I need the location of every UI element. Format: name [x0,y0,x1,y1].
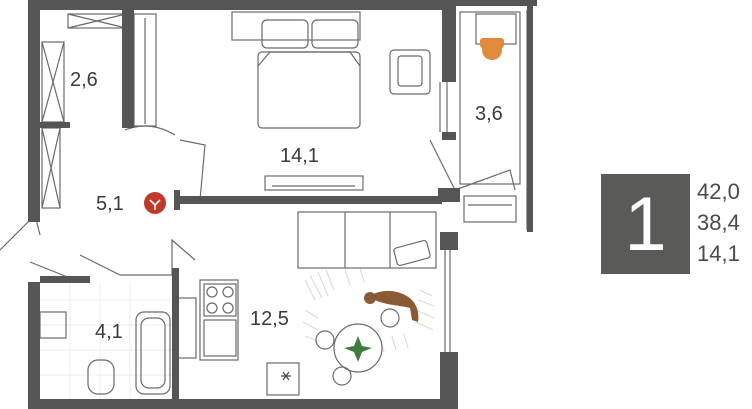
bathtub [135,311,171,395]
fridge [266,362,300,396]
kitchen-rug [302,267,435,353]
label-balcony: 3,6 [475,103,503,125]
rooms-count-badge: 1 [601,174,690,274]
wall-top [28,0,442,10]
door-hall-bedroom [179,139,206,201]
wall-right-upper [442,0,456,82]
living-area: 38,4 [697,210,740,235]
wall-closet [122,10,134,128]
stove [203,283,237,317]
plant-icon [344,336,372,362]
chair-left [315,330,335,350]
area-list: 42,0 38,4 14,1 [697,176,752,269]
door-balcony [429,139,456,191]
wall-left-upper [28,0,40,222]
chair-top [380,308,400,328]
tv-stand [264,175,364,191]
door-balcony-leaf [454,169,516,191]
toilet [87,359,115,395]
wall-right-lower [440,352,458,409]
accents [144,38,504,381]
dog-icon [365,290,419,322]
counter [199,279,239,361]
sofa-cushion [393,239,431,267]
bathroom-tiles [40,283,172,405]
rooms-count: 1 [624,181,667,267]
wall-bottom [28,399,458,409]
sofa [297,211,437,269]
door-arc-wardrobe [124,125,176,136]
chair-bottom [332,366,352,386]
sink [203,319,237,357]
pillow-right [311,19,359,49]
meter-icon [144,192,166,214]
headboard [231,11,361,41]
thin-outlines [0,10,533,396]
label-kitchen: 12,5 [250,308,289,330]
room-area: 14,1 [697,241,740,266]
wall-left-lower [28,282,40,409]
balcony-outline [459,11,521,185]
label-hall: 5,1 [96,193,124,215]
wall-bath-kitchen [172,268,179,399]
label-wardrobe: 2,6 [70,69,98,91]
blanket-fold [257,51,361,67]
armchair [389,49,431,95]
bed [257,51,361,129]
label-bathroom: 4,1 [95,321,123,343]
wall-bedroom-kitchen [176,196,442,204]
balcony-window [463,195,517,223]
total-area: 42,0 [697,179,740,204]
dining-table [333,323,383,373]
wall-bath-top [40,276,90,283]
pillow-left [261,19,309,49]
walls [28,0,537,409]
label-bedroom: 14,1 [280,145,319,167]
shaft [177,297,197,359]
